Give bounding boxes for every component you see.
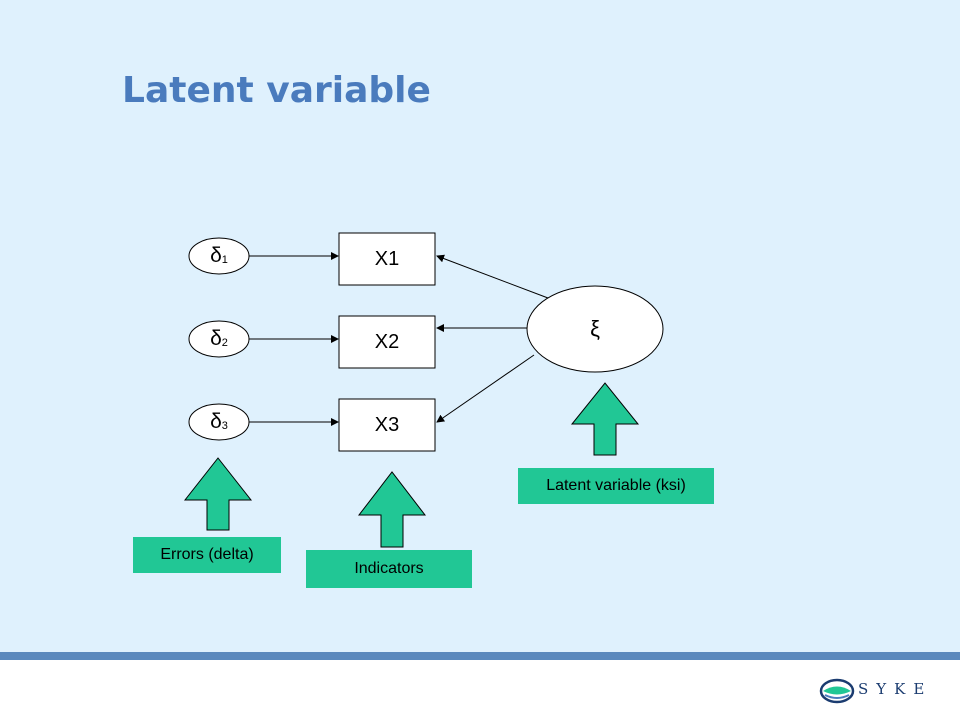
indicator-box-2 [338, 315, 436, 369]
error-symbol: δ [210, 244, 222, 267]
error-index: 3 [221, 420, 228, 432]
error-index: 1 [221, 254, 228, 266]
callout-indicators: Indicators [306, 550, 472, 588]
syke-logo [819, 678, 855, 704]
diagram-canvas [183, 232, 664, 548]
latent-ellipse [526, 285, 664, 373]
arrow-latent-to-x1 [436, 254, 549, 299]
up-arrow-indicators [357, 471, 427, 548]
up-arrow-errors [183, 457, 253, 531]
error-index: 2 [221, 337, 228, 349]
indicator-box-3 [338, 398, 436, 452]
error-symbol: δ [210, 327, 222, 350]
callout-latent: Latent variable (ksi) [518, 468, 714, 504]
logo-emblem-icon [819, 678, 855, 704]
arrow-latent-to-x3 [436, 354, 535, 423]
logo-text: SYKE [858, 680, 933, 698]
footer-bar [0, 652, 960, 660]
indicator-label-x1: X1 [374, 247, 400, 270]
indicator-label-x3: X3 [374, 413, 400, 436]
callout-errors: Errors (delta) [133, 537, 281, 573]
up-arrow-latent [570, 382, 640, 456]
latent-symbol: ξ [590, 316, 600, 341]
indicator-box-1 [338, 232, 436, 286]
indicator-label-x2: X2 [374, 330, 400, 353]
error-symbol: δ [210, 410, 222, 433]
slide-title: Latent variable [122, 70, 431, 111]
